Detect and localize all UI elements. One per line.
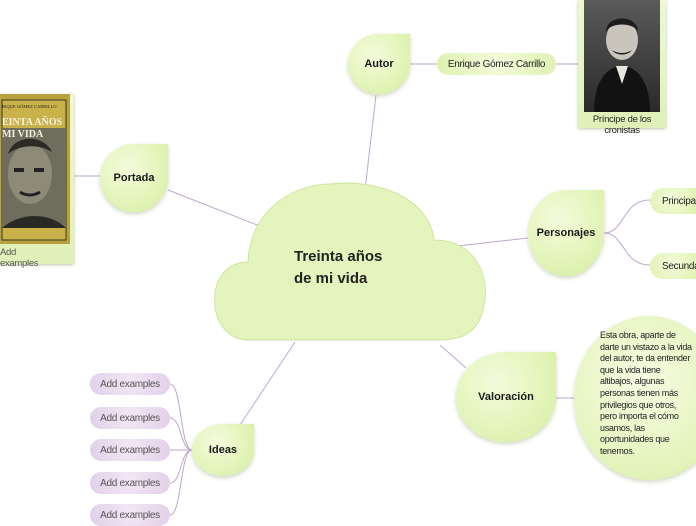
link-principales <box>603 199 651 234</box>
idea-item[interactable]: Add examples <box>90 472 170 494</box>
valoracion-label: Valoración <box>478 391 534 403</box>
link-portada <box>167 189 271 231</box>
valoracion-text-bubble[interactable] <box>574 316 696 480</box>
idea-item[interactable]: Add examples <box>90 373 170 395</box>
link-idea-2 <box>169 417 193 451</box>
principales-text: Principales <box>662 195 696 207</box>
autor-name-text: Enrique Gómez Carrillo <box>447 58 546 70</box>
portada-cover-card[interactable]: RIQUE GÓMEZ CARRILLO EINTA AÑOS MI VIDA … <box>0 94 74 269</box>
idea-item-text: Add examples <box>100 378 160 390</box>
valoracion-text: Esta obra, aparte de darte un vistazo a … <box>600 330 692 456</box>
portada-node[interactable]: Portada <box>100 144 168 212</box>
autor-portrait-image <box>584 0 660 112</box>
central-topic-title: Treinta años de mi vida <box>294 246 424 290</box>
idea-item-text: Add examples <box>100 412 160 424</box>
title-line-2: de mi vida <box>294 270 368 287</box>
valoracion-node[interactable]: Valoración <box>456 352 556 442</box>
autor-photo-card[interactable]: Príncipe de los cronistas <box>578 0 666 136</box>
personajes-node[interactable]: Personajes <box>528 190 604 276</box>
ideas-node[interactable]: Ideas <box>192 424 254 476</box>
autor-label: Autor <box>364 58 394 70</box>
central-cloud[interactable] <box>214 182 486 341</box>
ideas-label: Ideas <box>208 444 238 456</box>
idea-item-text: Add examples <box>100 477 160 489</box>
idea-item[interactable]: Add examples <box>90 439 170 461</box>
idea-item-text: Add examples <box>100 444 160 456</box>
idea-item[interactable]: Add examples <box>90 504 170 526</box>
autor-node[interactable]: Autor <box>348 34 410 94</box>
personaje-principales-pill[interactable]: Principales <box>650 188 696 214</box>
portada-label: Portada <box>113 172 155 184</box>
link-idea-1 <box>169 383 193 451</box>
cover-author-text: RIQUE GÓMEZ CARRILLO <box>2 104 57 109</box>
cover-title-text-2: MI VIDA <box>2 129 44 140</box>
link-secundarios <box>603 232 651 266</box>
secundarios-text: Secundarios <box>662 260 696 272</box>
title-line-1: Treinta años <box>294 248 383 265</box>
cover-title-text-1: EINTA AÑOS <box>2 116 63 128</box>
link-ideas <box>239 341 296 426</box>
idea-item[interactable]: Add examples <box>90 407 170 429</box>
autor-photo-caption: Príncipe de los cronistas <box>592 114 652 136</box>
book-cover-image: RIQUE GÓMEZ CARRILLO EINTA AÑOS MI VIDA <box>0 94 70 244</box>
link-idea-4 <box>169 449 193 484</box>
link-valoracion <box>439 344 467 369</box>
link-autor <box>364 94 377 191</box>
personaje-secundarios-pill[interactable]: Secundarios <box>650 253 696 279</box>
link-idea-5 <box>169 449 193 516</box>
personajes-label: Personajes <box>536 227 596 239</box>
autor-name-pill[interactable]: Enrique Gómez Carrillo <box>437 53 556 75</box>
portada-caption: Add examples <box>0 247 39 269</box>
idea-item-text: Add examples <box>100 509 160 521</box>
